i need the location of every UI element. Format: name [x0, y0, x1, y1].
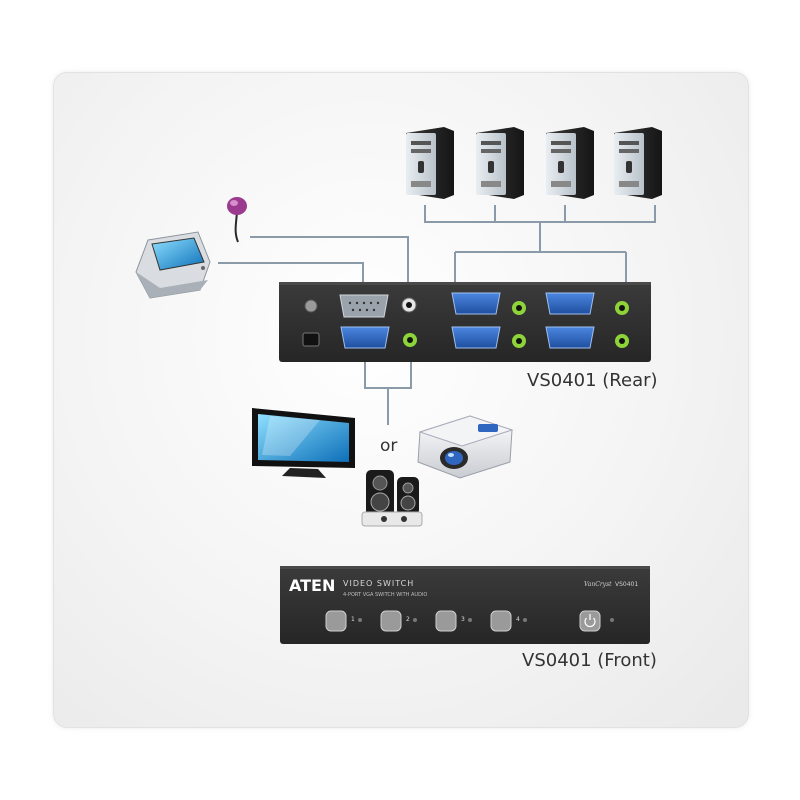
touch-panel-icon: [135, 231, 211, 299]
port-number-label: 3: [461, 616, 465, 623]
port-select-button-1: 1: [325, 610, 362, 632]
front-label: VS0401 (Front): [522, 650, 657, 671]
computer-tower-icon: [406, 127, 454, 199]
cable-computers: [424, 205, 656, 223]
audio-output-jack: [403, 333, 417, 347]
rear-label: VS0401 (Rear): [527, 370, 658, 391]
port-select-button-3: 3: [435, 610, 472, 632]
power-icon: [584, 614, 596, 628]
port-number-label: 4: [516, 616, 520, 623]
cables: [218, 205, 656, 425]
projector-icon: [417, 415, 514, 479]
rs232-port: [339, 294, 389, 318]
switch-rear-panel: [279, 282, 651, 362]
audio-input-jack: [512, 301, 526, 315]
lcd-tv-icon: [252, 408, 355, 478]
vga-input-port: [451, 292, 501, 315]
ground-screw: [304, 299, 318, 313]
model-logo: VanCryst: [584, 581, 612, 588]
cable-ir-sensor: [250, 236, 409, 283]
brand-logo: ATEN: [289, 576, 335, 595]
computer-tower-icon: [546, 127, 594, 199]
port-select-button-2: 2: [380, 610, 417, 632]
port-number-label: 1: [351, 616, 355, 623]
vga-input-port: [545, 326, 595, 349]
cable-touch-panel: [218, 262, 364, 283]
vga-output-port: [340, 326, 390, 349]
product-subtitle: 4-PORT VGA SWITCH WITH AUDIO: [343, 592, 427, 598]
switch-front-panel: ATEN VIDEO SWITCH 4-PORT VGA SWITCH WITH…: [280, 566, 650, 644]
cable-computers-to-switch: [454, 222, 627, 283]
port-number-label: 2: [406, 616, 410, 623]
product-line: VIDEO SWITCH: [343, 579, 414, 588]
speakers-icon: [361, 470, 423, 527]
audio-input-jack: [615, 334, 629, 348]
power-button: [579, 610, 614, 632]
vga-input-port: [545, 292, 595, 315]
power-jack: [302, 332, 320, 347]
or-label: or: [380, 436, 398, 456]
audio-input-jack: [512, 334, 526, 348]
port-select-button-4: 4: [490, 610, 527, 632]
vga-input-port: [451, 326, 501, 349]
ir-sensor-icon: [227, 197, 247, 243]
computer-tower-icon: [614, 127, 662, 199]
cable-outputs: [364, 357, 412, 425]
model-number: VS0401: [615, 581, 638, 588]
audio-input-jack: [615, 301, 629, 315]
computer-tower-icon: [476, 127, 524, 199]
